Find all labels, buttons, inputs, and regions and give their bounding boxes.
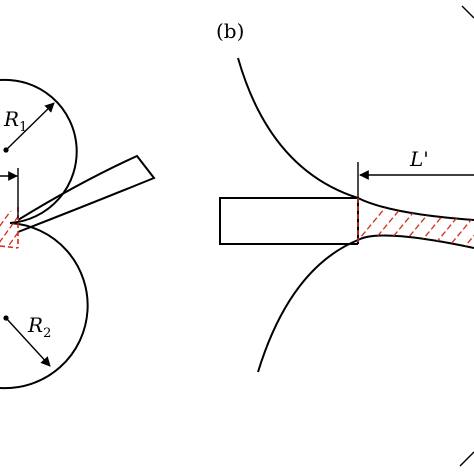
- deformation-zone-b: [358, 198, 474, 248]
- upper-roll-a: [0, 78, 78, 224]
- radius-arrow-top-b: [461, 5, 474, 19]
- r1-label: R1: [3, 107, 27, 135]
- r2-label: R2: [27, 313, 51, 341]
- panel-a: R1 R2: [0, 78, 156, 390]
- radius-arrow-r1: [5, 102, 55, 151]
- lower-roll-a: [0, 222, 89, 390]
- panel-b: (b) L': [216, 5, 474, 467]
- deformation-zone-a: [0, 207, 18, 248]
- strip-b: [219, 197, 358, 245]
- upper-roll-b: [237, 57, 474, 221]
- lower-roll-b: [257, 234, 474, 373]
- gap-length-label: L': [409, 147, 429, 171]
- radius-arrow-r2: [5, 317, 51, 367]
- zone-bottom-a: [0, 245, 19, 249]
- bent-strip-a: [17, 154, 156, 233]
- panel-b-tag: (b): [216, 19, 244, 43]
- radius-arrow-bottom-b: [459, 451, 474, 467]
